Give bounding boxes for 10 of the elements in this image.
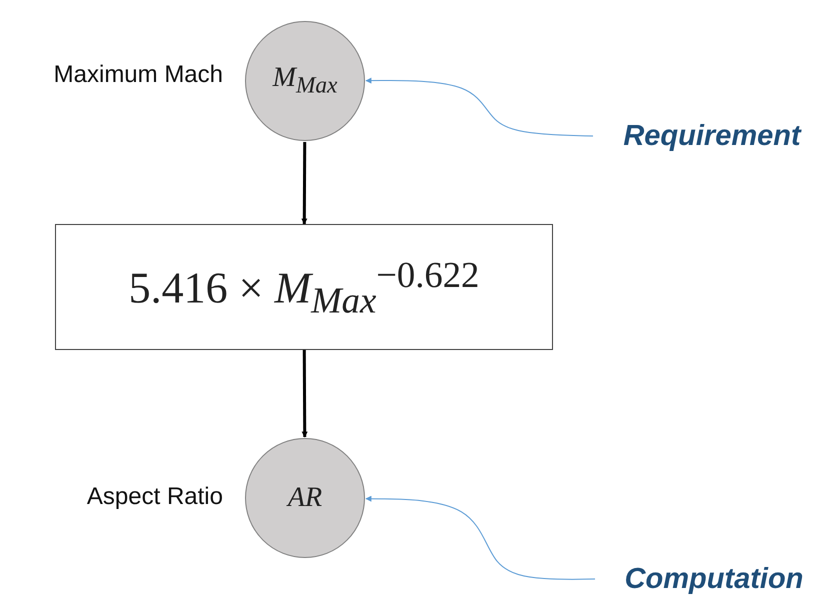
variable-label: Aspect Ratio	[86, 483, 223, 511]
arrow	[301, 142, 308, 225]
variable-label: Maximum Mach	[54, 61, 223, 89]
annotation-text: Computation	[624, 562, 804, 596]
arrow	[302, 350, 308, 438]
leader-arrow	[365, 496, 596, 580]
annotation-text: Requirement	[623, 120, 801, 152]
variable-circle: M$_{Max}$	[245, 21, 365, 141]
leader-arrow	[365, 78, 594, 136]
variable-circle: AR	[245, 438, 365, 558]
